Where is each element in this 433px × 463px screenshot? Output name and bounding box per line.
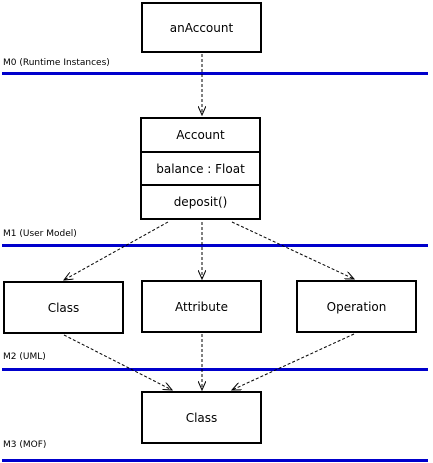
layer-label-m2: M2 (UML) <box>3 352 46 362</box>
layer-label-m1: M1 (User Model) <box>3 229 77 239</box>
layer-line-m0 <box>2 72 428 75</box>
layer-line-m3 <box>2 459 428 462</box>
uml-class-label: Class <box>47 300 80 315</box>
mof-class-label: Class <box>185 410 218 425</box>
account-attribute: balance : Float <box>142 150 259 185</box>
account-class-box: Account balance : Float deposit() <box>140 117 261 220</box>
mof-class-box: Class <box>141 391 262 444</box>
uml-operation-box: Operation <box>296 280 417 333</box>
uml-class-box: Class <box>3 281 124 334</box>
instance-anaccount-box: anAccount <box>141 2 262 53</box>
arrow-account-to-uml-class <box>64 221 169 280</box>
uml-attribute-label: Attribute <box>175 299 228 314</box>
layer-label-m0: M0 (Runtime Instances) <box>3 58 110 68</box>
arrow-uml-operation-to-mof-class <box>232 333 355 390</box>
layer-line-m2 <box>2 368 428 371</box>
layer-line-m1 <box>2 244 428 247</box>
uml-operation-label: Operation <box>326 299 387 314</box>
account-class-name: Account <box>176 127 225 142</box>
layer-label-m3: M3 (MOF) <box>3 440 47 450</box>
account-operation: deposit() <box>142 184 259 218</box>
uml-attribute-box: Attribute <box>141 280 262 333</box>
instance-anaccount-label: anAccount <box>169 20 234 35</box>
arrow-uml-class-to-mof-class <box>63 334 172 390</box>
arrow-operation-to-uml-operation <box>231 221 354 279</box>
